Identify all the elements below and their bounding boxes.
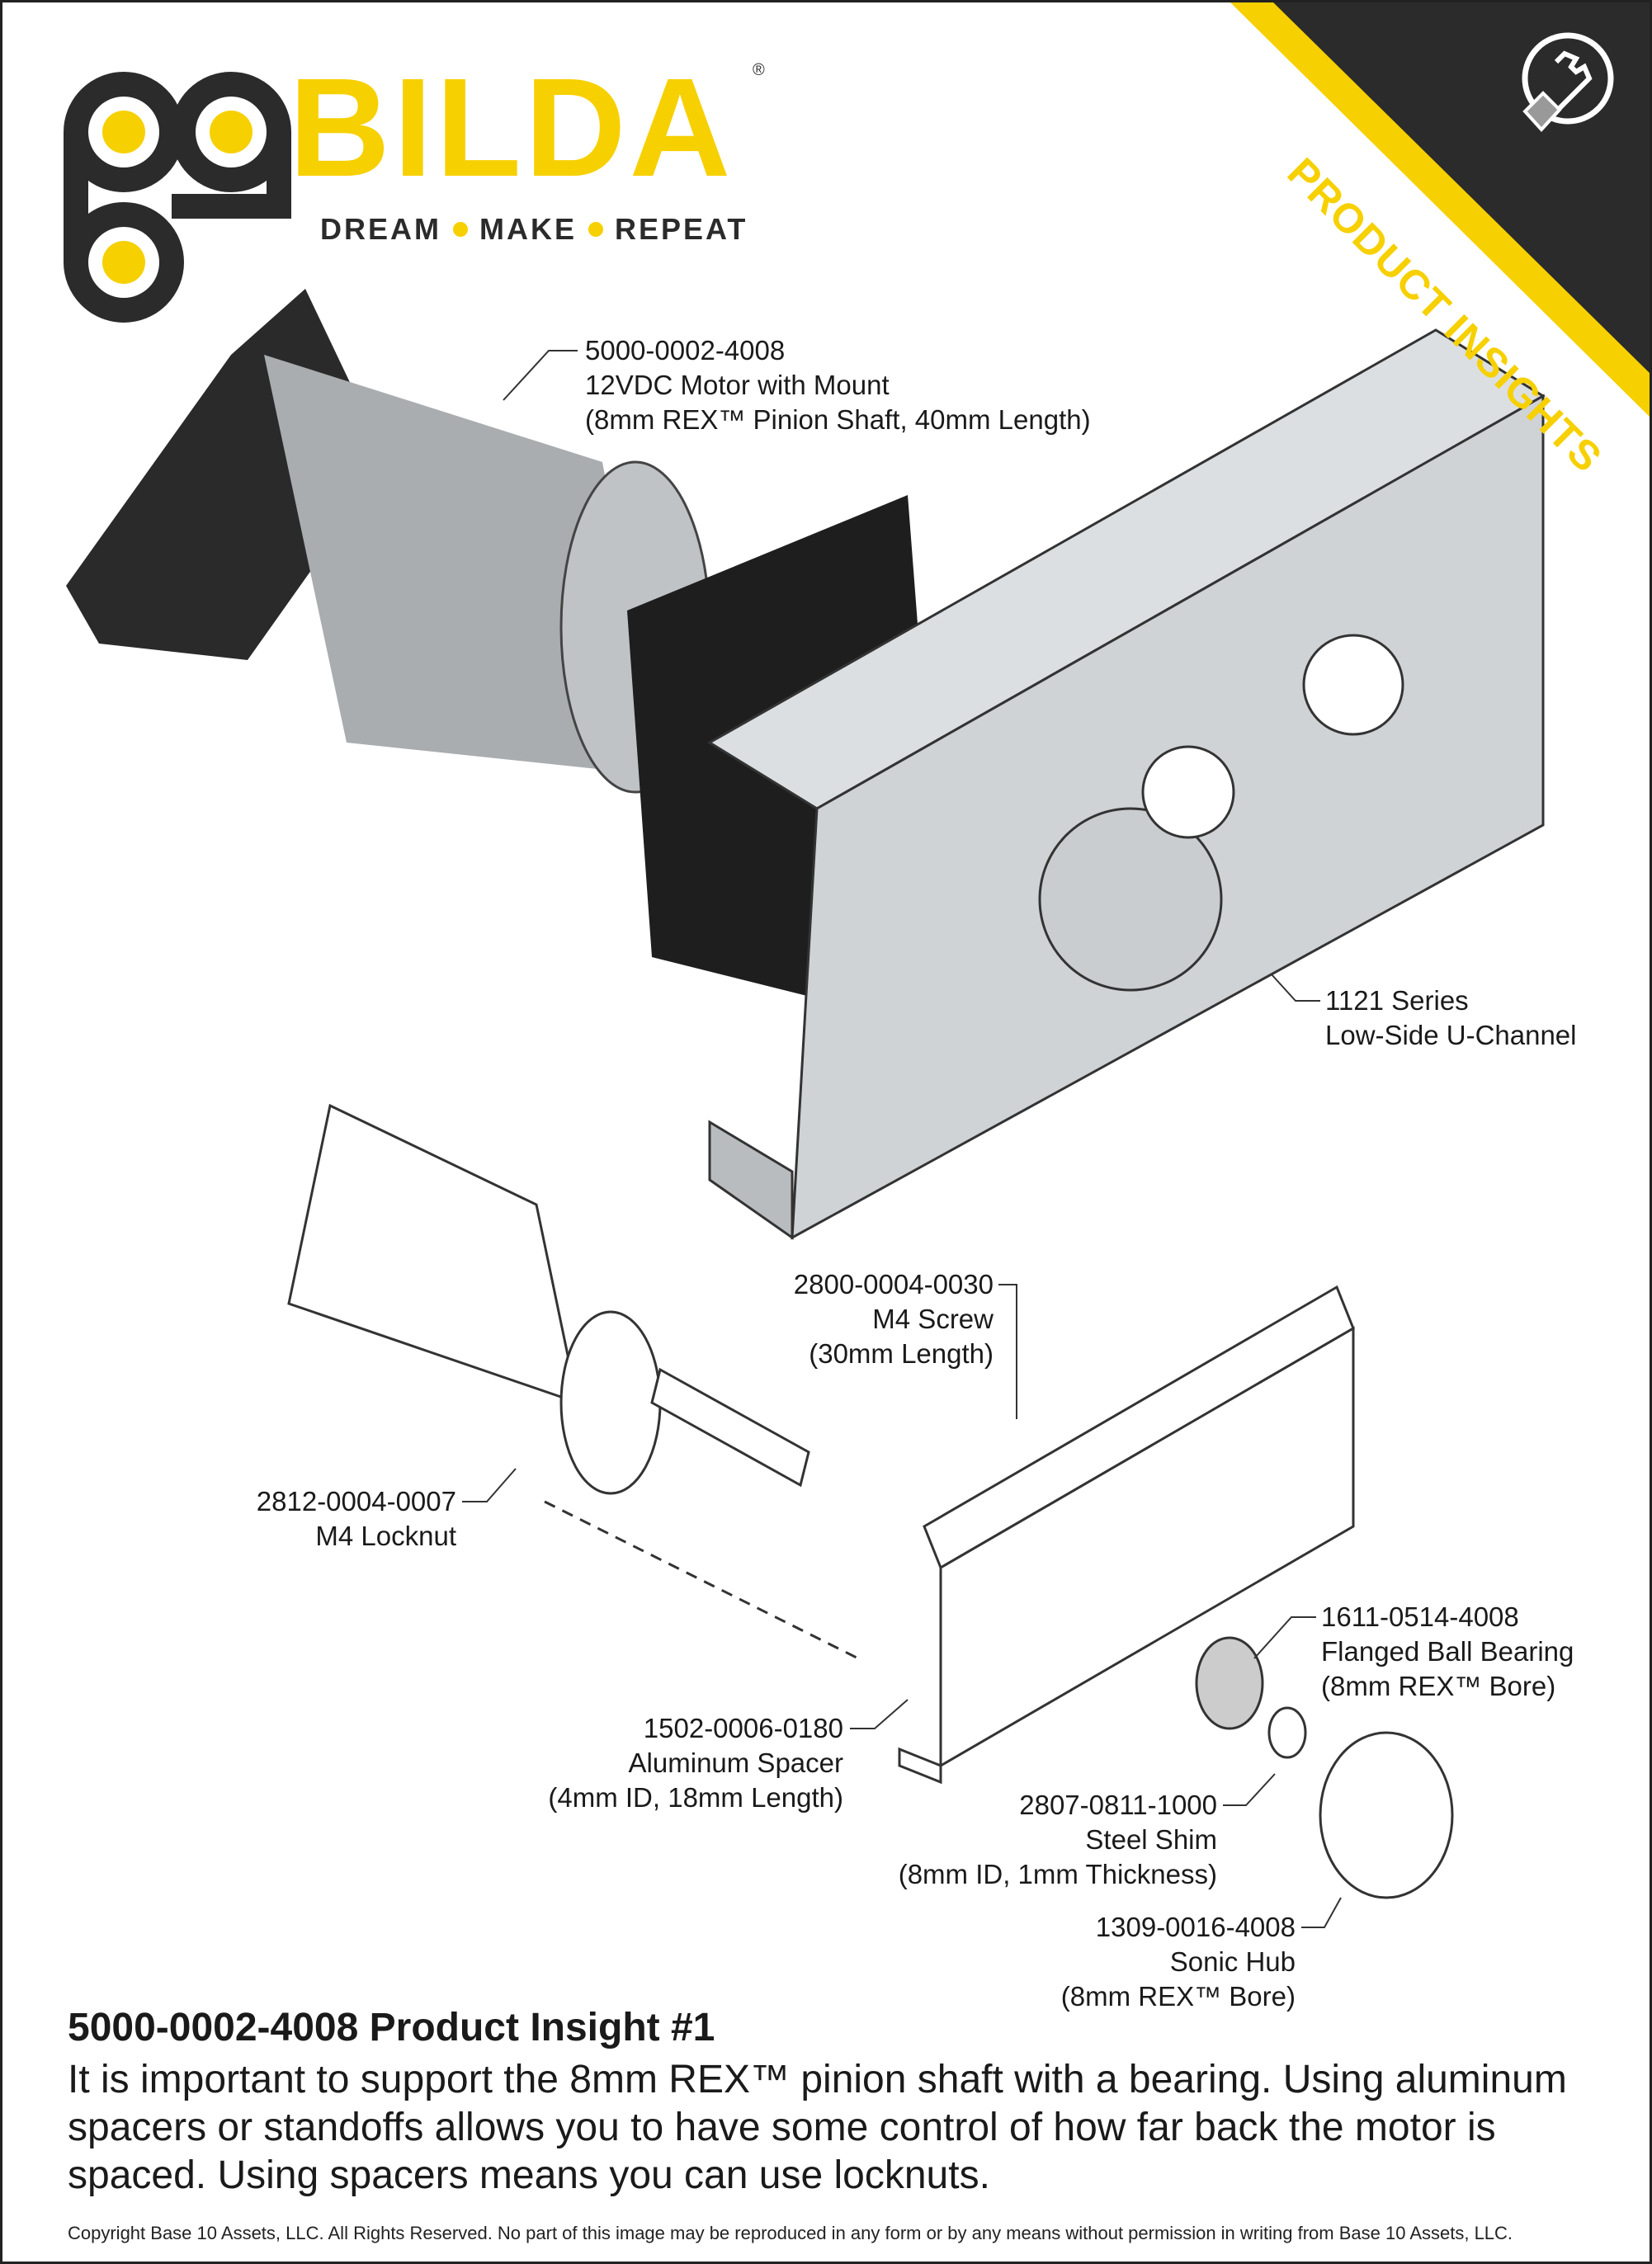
tagline: DREAM MAKE REPEAT	[320, 212, 748, 247]
part-name: M4 Locknut	[315, 1521, 456, 1551]
part-name: M4 Screw	[872, 1304, 994, 1334]
callout-spacer: 1502-0006-0180 Aluminum Spacer (4mm ID, …	[548, 1711, 843, 1815]
part-name: Flanged Ball Bearing	[1321, 1636, 1574, 1667]
tagline-word: DREAM	[320, 212, 441, 246]
callout-motor: 5000-0002-4008 12VDC Motor with Mount (8…	[585, 333, 1091, 437]
part-name: Sonic Hub	[1169, 1946, 1296, 1977]
part-detail: (4mm ID, 18mm Length)	[548, 1782, 843, 1813]
callout-shim: 2807-0811-1000 Steel Shim (8mm ID, 1mm T…	[899, 1788, 1217, 1892]
dot-icon	[588, 222, 603, 237]
insight-body: It is important to support the 8mm REX™ …	[68, 2058, 1567, 2197]
callout-bearing: 1611-0514-4008 Flanged Ball Bearing (8mm…	[1321, 1600, 1574, 1704]
part-number: 2800-0004-0030	[793, 1269, 994, 1299]
part-number: 1611-0514-4008	[1321, 1601, 1519, 1632]
part-number: 1121 Series	[1325, 985, 1469, 1016]
part-name: Aluminum Spacer	[628, 1748, 843, 1778]
dot-icon	[453, 222, 468, 237]
part-number: 1502-0006-0180	[643, 1713, 843, 1743]
insight-title: 5000-0002-4008 Product Insight #1	[68, 2006, 715, 2049]
exploded-illustration	[287, 1103, 1454, 1899]
part-number: 1309-0016-4008	[1095, 1912, 1296, 1942]
callout-screw: 2800-0004-0030 M4 Screw (30mm Length)	[794, 1267, 994, 1371]
part-name: 12VDC Motor with Mount	[585, 370, 890, 400]
part-number: 5000-0002-4008	[585, 335, 786, 366]
part-detail: (30mm Length)	[809, 1338, 994, 1369]
part-detail: (8mm REX™ Bore)	[1321, 1671, 1556, 1701]
u-channel-illustration	[707, 328, 1546, 1240]
leader-lines	[462, 350, 1342, 1928]
tagline-word: MAKE	[479, 212, 577, 246]
registered-mark: ®	[753, 61, 765, 79]
callout-hub: 1309-0016-4008 Sonic Hub (8mm REX™ Bore)	[1061, 1910, 1296, 2014]
part-detail: (8mm ID, 1mm Thickness)	[898, 1859, 1217, 1889]
tagline-word: REPEAT	[615, 212, 748, 246]
part-detail: (8mm REX™ Pinion Shaft, 40mm Length)	[585, 404, 1091, 435]
lightbulb-wrench-icon	[1522, 32, 1614, 132]
callout-channel: 1121 Series Low-Side U-Channel	[1325, 983, 1577, 1053]
part-detail: (8mm REX™ Bore)	[1060, 1981, 1296, 2012]
part-number: 2812-0004-0007	[256, 1486, 456, 1516]
part-number: 2807-0811-1000	[1019, 1790, 1217, 1820]
copyright: Copyright Base 10 Assets, LLC. All Right…	[68, 2223, 1513, 2243]
part-name: Steel Shim	[1085, 1824, 1217, 1855]
part-name: Low-Side U-Channel	[1325, 1020, 1577, 1050]
brand-name: BILDA	[289, 50, 734, 206]
gobilda-logo-mark	[64, 72, 291, 323]
callout-locknut: 2812-0004-0007 M4 Locknut	[257, 1484, 456, 1554]
